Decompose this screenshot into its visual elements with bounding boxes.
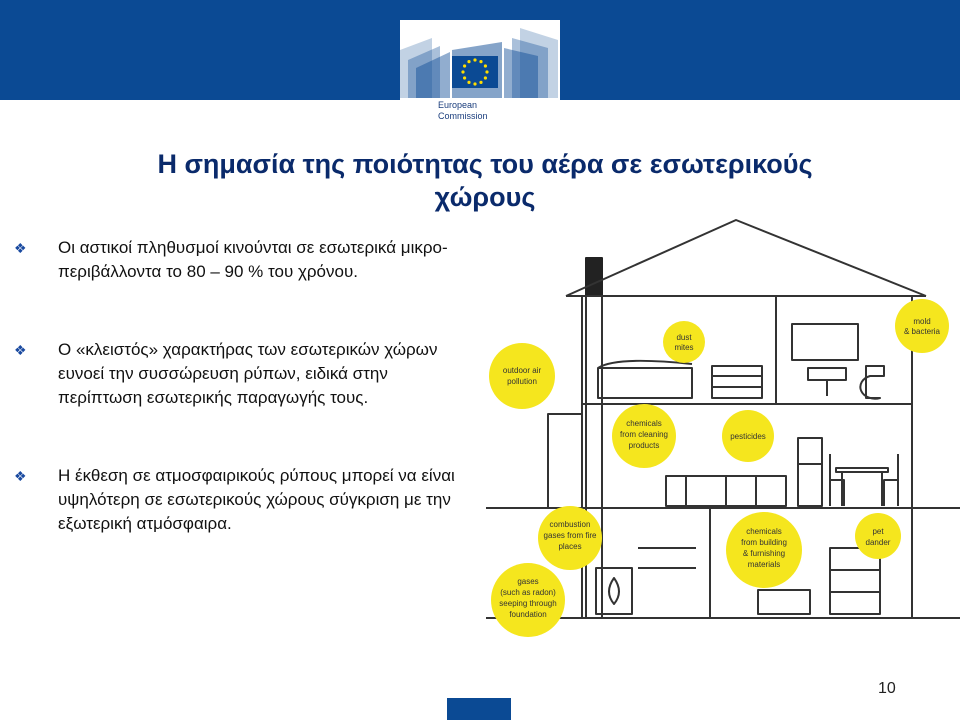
building-materials-bubble: chemicals from building & furnishing mat… xyxy=(726,512,802,588)
svg-text:seeping through: seeping through xyxy=(499,599,556,608)
svg-text:pollution: pollution xyxy=(507,377,537,386)
eu-stars xyxy=(461,58,489,86)
svg-text:pesticides: pesticides xyxy=(730,432,766,441)
diamond-bullet-icon: ❖ xyxy=(14,240,27,256)
page-number: 10 xyxy=(878,680,896,697)
svg-text:chemicals: chemicals xyxy=(626,419,662,428)
bed xyxy=(597,367,693,399)
svg-text:materials: materials xyxy=(748,560,780,569)
bullet-text: Οι αστικοί πληθυσμοί κινούνται σε εσωτερ… xyxy=(58,238,448,281)
dresser xyxy=(711,365,763,399)
logo-line-2: Commission xyxy=(438,111,488,121)
svg-text:pet: pet xyxy=(872,527,884,536)
fridge xyxy=(797,437,823,507)
svg-text:(such as radon): (such as radon) xyxy=(500,588,556,597)
svg-text:from cleaning: from cleaning xyxy=(620,430,668,439)
chair-2 xyxy=(883,454,899,506)
svg-text:products: products xyxy=(629,441,660,450)
footer-tab xyxy=(447,698,511,720)
svg-text:foundation: foundation xyxy=(509,610,546,619)
flame xyxy=(608,577,620,605)
svg-text:places: places xyxy=(558,542,581,551)
house-illustration: dust mites mold & bacteria outdoor air p… xyxy=(486,219,960,637)
svg-text:& bacteria: & bacteria xyxy=(904,327,941,336)
bullet-item: ❖ Η έκθεση σε ατμοσφαιρικούς ρύπους μπορ… xyxy=(14,464,474,536)
european-commission-logo xyxy=(400,28,558,98)
svg-text:gases: gases xyxy=(517,577,538,586)
svg-text:combustion: combustion xyxy=(550,520,591,529)
svg-text:dander: dander xyxy=(866,538,891,547)
bullet-text: Ο «κλειστός» χαρακτήρας των εσωτερικών χ… xyxy=(58,340,438,407)
pesticides-bubble: pesticides xyxy=(722,410,774,462)
title-line-2: χώρους xyxy=(434,182,536,212)
outdoor-air-pollution-bubble: outdoor air pollution xyxy=(489,343,555,409)
dust-mites-bubble: dust mites xyxy=(663,321,705,363)
sofa xyxy=(757,589,811,615)
chair xyxy=(829,454,845,506)
porch xyxy=(547,413,582,508)
table xyxy=(835,467,889,473)
svg-text:mites: mites xyxy=(674,343,693,352)
bookshelf xyxy=(829,547,881,615)
chimney xyxy=(585,257,603,297)
svg-text:gases from fire: gases from fire xyxy=(544,531,597,540)
sink xyxy=(807,367,847,381)
pollutant-bubbles: dust mites mold & bacteria outdoor air p… xyxy=(489,299,949,637)
diamond-bullet-icon: ❖ xyxy=(14,468,27,484)
pet-dander-bubble: pet dander xyxy=(855,513,901,559)
mirror xyxy=(791,323,859,361)
bullet-item: ❖ Οι αστικοί πληθυσμοί κινούνται σε εσωτ… xyxy=(14,236,474,284)
toilet xyxy=(859,365,885,400)
stove xyxy=(595,567,633,615)
svg-text:outdoor air: outdoor air xyxy=(503,366,542,375)
cleaning-products-bubble: chemicals from cleaning products xyxy=(612,404,676,468)
svg-text:chemicals: chemicals xyxy=(746,527,782,536)
svg-text:dust: dust xyxy=(676,333,692,342)
combustion-gases-bubble: combustion gases from fire places xyxy=(538,506,602,570)
logo-line-1: European xyxy=(438,100,478,110)
bullet-text: Η έκθεση σε ατμοσφαιρικούς ρύπους μπορεί… xyxy=(58,466,455,533)
radon-gases-bubble: gases (such as radon) seeping through fo… xyxy=(491,563,565,637)
bullet-list: ❖ Οι αστικοί πληθυσμοί κινούνται σε εσωτ… xyxy=(14,236,474,536)
roof xyxy=(565,219,927,297)
svg-text:mold: mold xyxy=(913,317,930,326)
slide-title: Η σημασία της ποιότητας του αέρα σε εσωτ… xyxy=(80,148,890,214)
logo-text: European Commission xyxy=(438,100,488,122)
title-line-1: Η σημασία της ποιότητας του αέρα σε εσωτ… xyxy=(157,149,813,179)
svg-text:& furnishing: & furnishing xyxy=(743,549,785,558)
diamond-bullet-icon: ❖ xyxy=(14,342,27,358)
mold-bacteria-bubble: mold & bacteria xyxy=(895,299,949,353)
bullet-item: ❖ Ο «κλειστός» χαρακτήρας των εσωτερικών… xyxy=(14,338,474,410)
svg-text:from building: from building xyxy=(741,538,787,547)
